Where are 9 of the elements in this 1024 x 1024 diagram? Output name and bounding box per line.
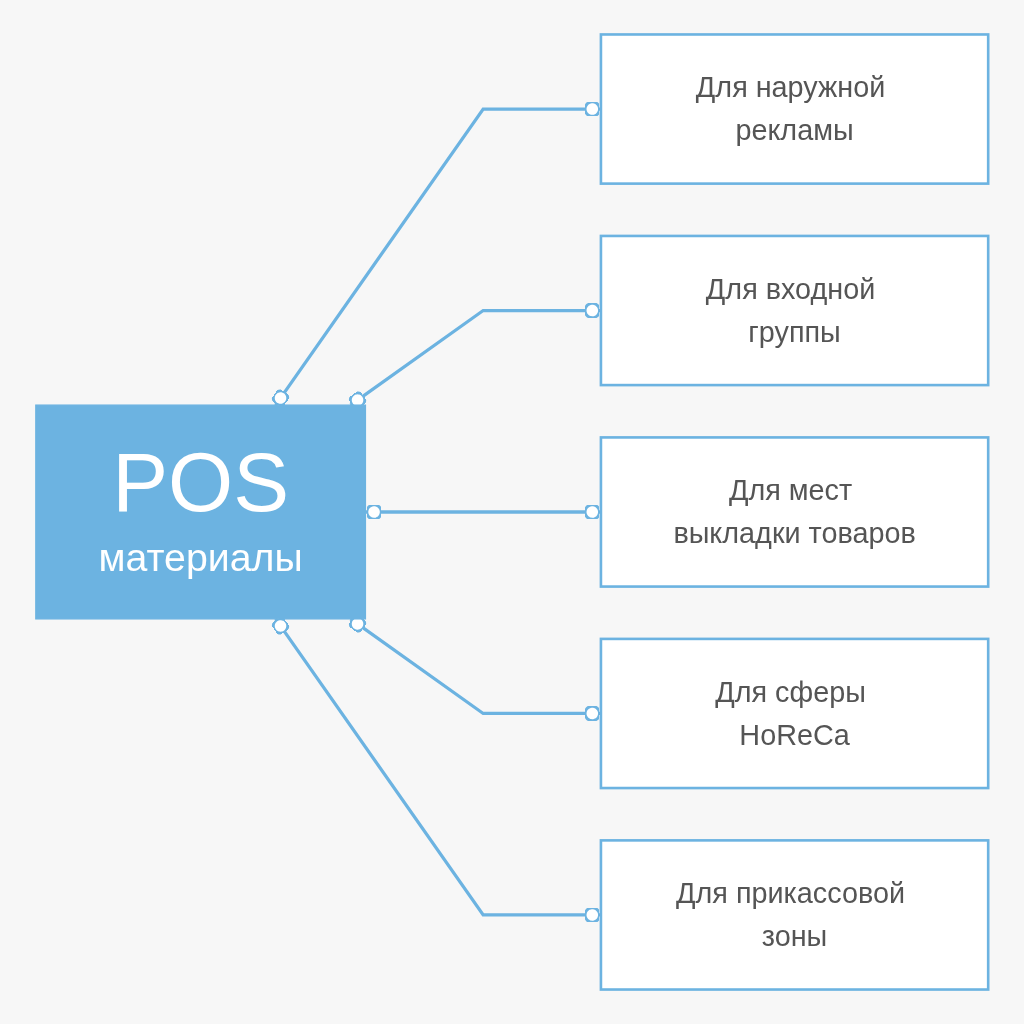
connector	[365, 503, 601, 521]
node-box: Для сферы HoReCa	[599, 637, 990, 790]
node-box: Для прикассовой зоны	[599, 839, 990, 991]
node-box: Для входной группы	[599, 234, 990, 387]
node-box: Для наружной рекламы	[599, 33, 990, 185]
node-box: Для мест выкладки товаров	[599, 436, 990, 588]
connector	[271, 100, 601, 407]
node-box: POS материалы	[35, 404, 367, 620]
connector	[271, 617, 601, 924]
